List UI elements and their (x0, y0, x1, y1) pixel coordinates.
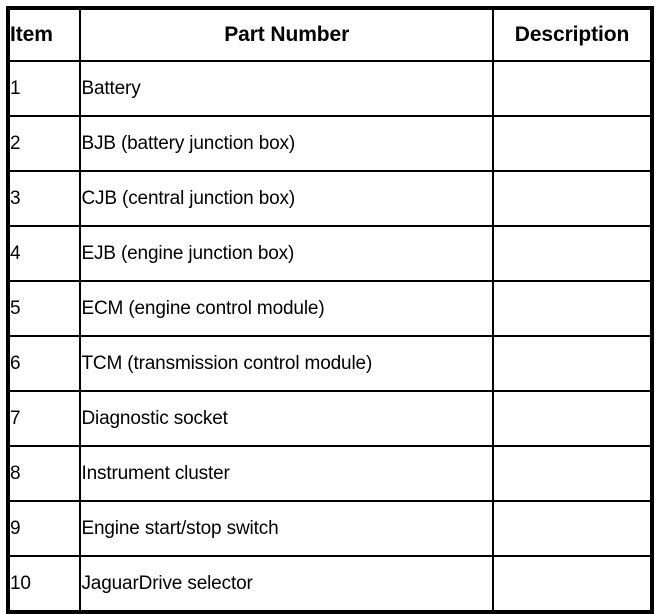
cell-item: 8 (6, 445, 82, 502)
cell-part-number: Battery (79, 60, 494, 117)
column-header-description: Description (492, 7, 653, 62)
cell-item: 2 (6, 115, 82, 172)
cell-item: 9 (6, 500, 82, 557)
cell-description (492, 555, 653, 613)
cell-description (492, 280, 653, 337)
cell-part-number: EJB (engine junction box) (79, 225, 494, 282)
cell-item: 4 (6, 225, 82, 282)
cell-item: 6 (6, 335, 82, 392)
cell-description (492, 60, 653, 117)
cell-description (492, 170, 653, 227)
cell-description (492, 390, 653, 447)
column-header-item: Item (6, 7, 82, 62)
cell-item: 5 (6, 280, 82, 337)
cell-part-number: BJB (battery junction box) (79, 115, 494, 172)
cell-item: 10 (6, 555, 82, 613)
cell-part-number: ECM (engine control module) (79, 280, 494, 337)
cell-item: 3 (6, 170, 82, 227)
cell-description (492, 500, 653, 557)
cell-part-number: Instrument cluster (79, 445, 494, 502)
cell-item: 1 (6, 60, 82, 117)
cell-part-number: JaguarDrive selector (79, 555, 494, 613)
cell-description (492, 115, 653, 172)
table-header: Item Part Number Description (6, 7, 653, 62)
cell-part-number: Engine start/stop switch (79, 500, 494, 557)
cell-description (492, 445, 653, 502)
cell-description (492, 225, 653, 282)
column-header-part-number: Part Number (79, 7, 494, 62)
cell-item: 7 (6, 390, 82, 447)
table-header-row: Item Part Number Description (6, 7, 653, 62)
cell-description (492, 335, 653, 392)
cell-part-number: TCM (transmission control module) (79, 335, 494, 392)
cell-part-number: CJB (central junction box) (79, 170, 494, 227)
cell-part-number: Diagnostic socket (79, 390, 494, 447)
